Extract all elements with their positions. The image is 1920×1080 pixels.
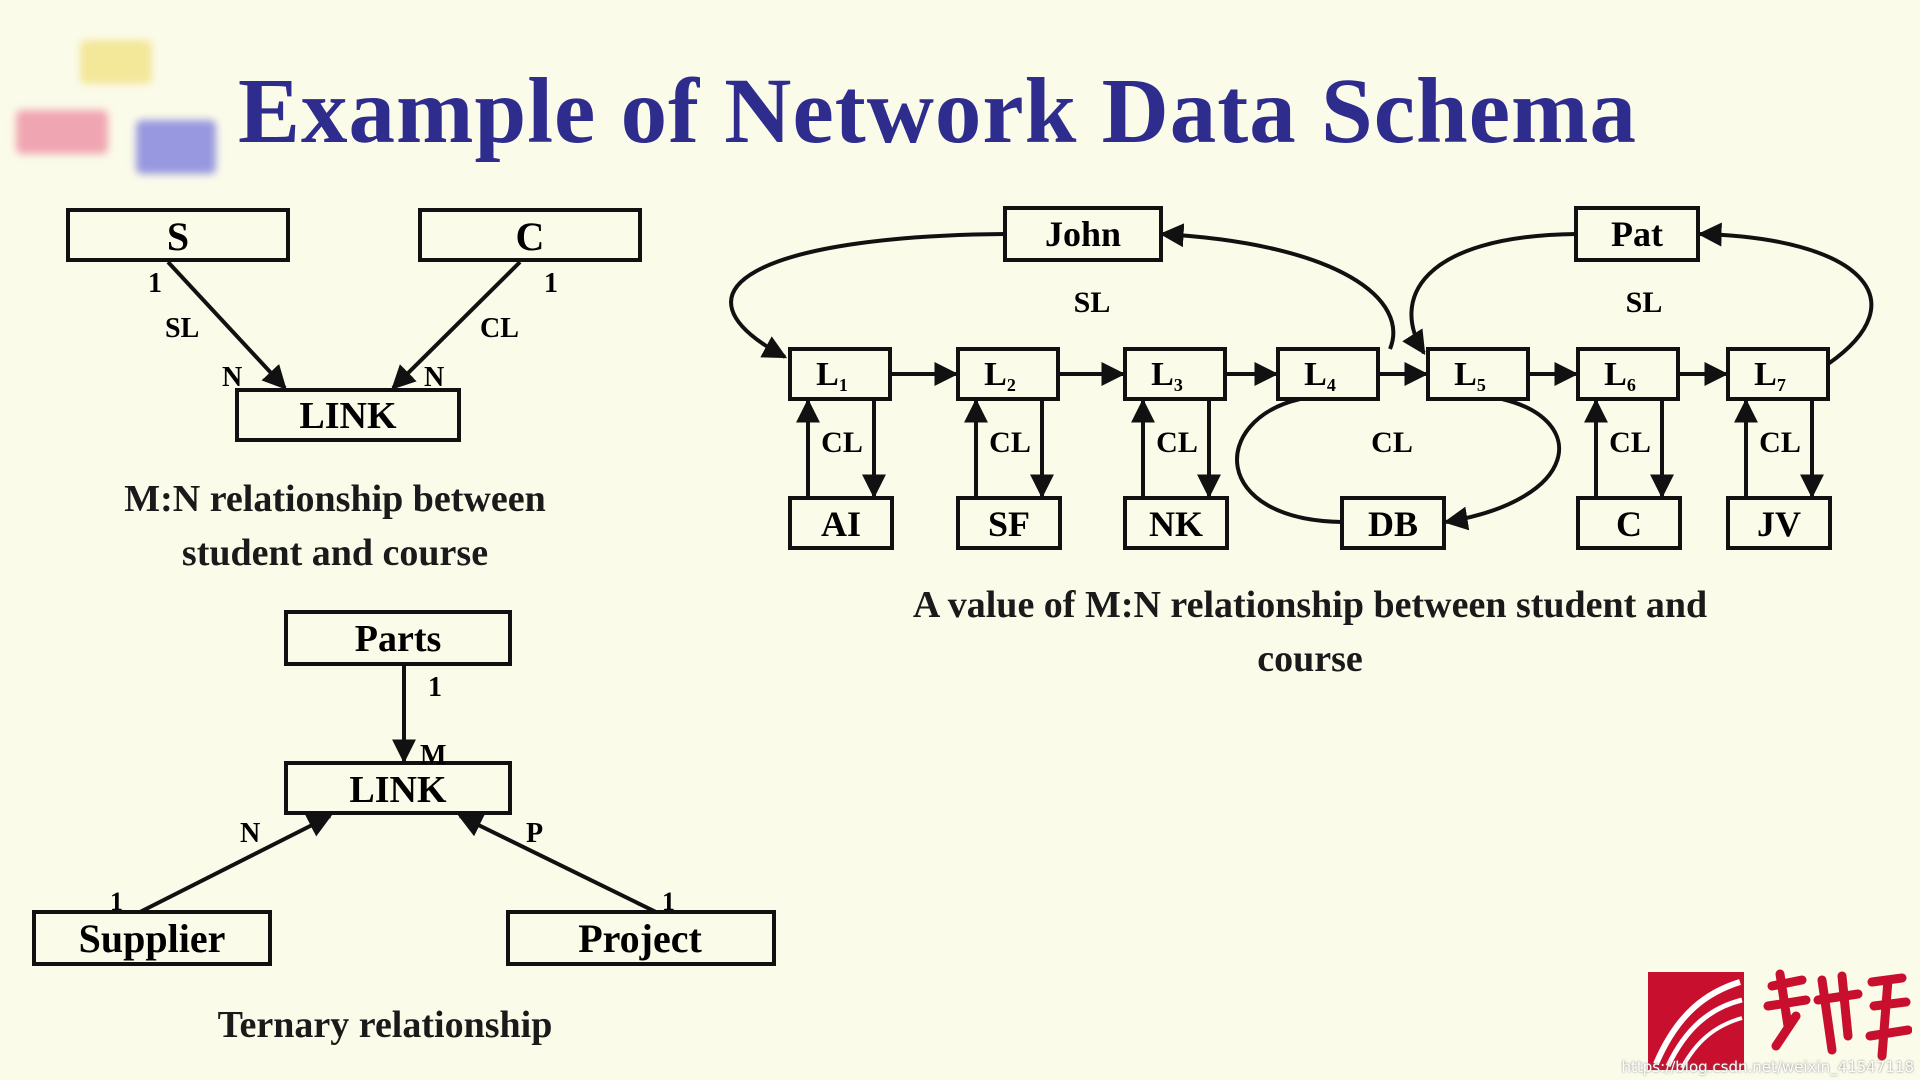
- card-c-1: 1: [544, 268, 558, 299]
- cl-label: CL: [821, 426, 863, 459]
- logo-swoosh-icon: [1653, 979, 1743, 1069]
- student-record-label: Pat: [1611, 214, 1663, 254]
- student-record-box: [1003, 206, 1163, 262]
- entity-label-parts: Parts: [355, 618, 442, 660]
- course-record-label: DB: [1368, 504, 1418, 544]
- course-record-label: C: [1616, 504, 1642, 544]
- entity-label-project: Project: [578, 916, 702, 961]
- decor-square-blue: [136, 120, 216, 174]
- link-record-subscript: 1: [839, 375, 848, 395]
- link-record-subscript: 6: [1627, 375, 1636, 395]
- link-record-box: [788, 347, 892, 401]
- set-arrow-supplier-link: [139, 814, 333, 914]
- cl-label: CL: [1759, 426, 1801, 459]
- link-record-subscript: 5: [1477, 375, 1486, 395]
- decor-square-yellow: [80, 40, 152, 84]
- watermark-url: https://blog.csdn.net/weixin_41547118: [1621, 1058, 1914, 1076]
- cl-label: CL: [989, 426, 1031, 459]
- card-link-n: N: [240, 818, 260, 849]
- link-record-box: [956, 347, 1060, 401]
- caption-instance-line1: A value of M:N relationship between stud…: [912, 584, 1708, 626]
- set-arrow-project-link: [457, 814, 657, 914]
- caption-schema1-line1: M:N relationship between: [124, 478, 546, 520]
- entity-box-link: [235, 388, 461, 442]
- link-record-subscript: 7: [1777, 375, 1786, 395]
- course-record-label: AI: [821, 504, 861, 544]
- entity-label-link: LINK: [299, 395, 397, 437]
- edge-label-cl: CL: [480, 313, 519, 344]
- sl-ring-arrow-in: [1402, 232, 1577, 356]
- caption-schema1: M:N relationship between student and cou…: [40, 472, 630, 580]
- decor-square-red: [16, 110, 108, 154]
- course-record-label: NK: [1149, 504, 1203, 544]
- entity-label-link-2: LINK: [349, 769, 447, 811]
- publisher-logo-glyphs: [1763, 969, 1912, 1061]
- course-record-box: [1576, 496, 1682, 550]
- db-ring-arrow: [1443, 397, 1561, 531]
- schema-student-course: S C LINK 1 1 SL CL N N: [66, 208, 642, 442]
- sl-label: SL: [1074, 286, 1111, 319]
- course-record-label: SF: [988, 504, 1030, 544]
- course-record-box: [1726, 496, 1832, 550]
- link-record-subscript: 3: [1174, 375, 1183, 395]
- link-record-subscript: 2: [1007, 375, 1016, 395]
- edge-label-sl: SL: [165, 313, 199, 344]
- slide-title: Example of Network Data Schema: [238, 60, 1637, 163]
- link-record-subscript: 4: [1327, 375, 1336, 395]
- sl-ring-arrow-in: [729, 232, 1006, 359]
- cl-label: CL: [1156, 426, 1198, 459]
- set-arrow-sl: [166, 260, 287, 390]
- cl-label: CL: [1609, 426, 1651, 459]
- entity-box-c: [418, 208, 642, 262]
- entity-box-parts: [284, 610, 512, 666]
- db-ring-line: [1235, 397, 1343, 524]
- set-arrow-cl: [391, 260, 522, 390]
- card-link-p: P: [526, 818, 543, 849]
- publisher-logo: [1648, 972, 1744, 1070]
- sl-label: SL: [1626, 286, 1663, 319]
- caption-instance-line2: course: [1257, 638, 1363, 680]
- student-record-label: John: [1045, 214, 1121, 254]
- schema-ternary: Parts LINK Supplier Project 1 M N P 1 1: [32, 610, 776, 966]
- sl-ring-arrow-back: [1159, 223, 1396, 350]
- caption-schema1-line2: student and course: [181, 532, 489, 574]
- entity-label-s: S: [167, 214, 189, 259]
- card-link-n-left: N: [222, 362, 242, 393]
- caption-instance: A value of M:N relationship between stud…: [780, 578, 1840, 686]
- card-parts-1: 1: [428, 672, 442, 703]
- course-record-box: [1123, 496, 1229, 550]
- card-link-n-right: N: [424, 362, 444, 393]
- caption-ternary: Ternary relationship: [217, 1004, 553, 1046]
- card-project-1: 1: [662, 887, 675, 916]
- entity-box-s: [66, 208, 290, 262]
- entity-box-project: [506, 910, 776, 966]
- course-record-box: [788, 496, 894, 550]
- card-link-m: M: [420, 740, 446, 771]
- course-record-box: [1340, 496, 1446, 550]
- card-supplier-1: 1: [110, 887, 123, 916]
- entity-label-supplier: Supplier: [79, 916, 226, 961]
- course-record-label: JV: [1757, 504, 1801, 544]
- entity-box-supplier: [32, 910, 272, 966]
- course-record-box: [956, 496, 1062, 550]
- cl-label: CL: [1371, 426, 1413, 459]
- entity-label-c: C: [516, 214, 545, 259]
- sl-ring-arrow-back: [1697, 222, 1874, 366]
- card-s-1: 1: [148, 268, 162, 299]
